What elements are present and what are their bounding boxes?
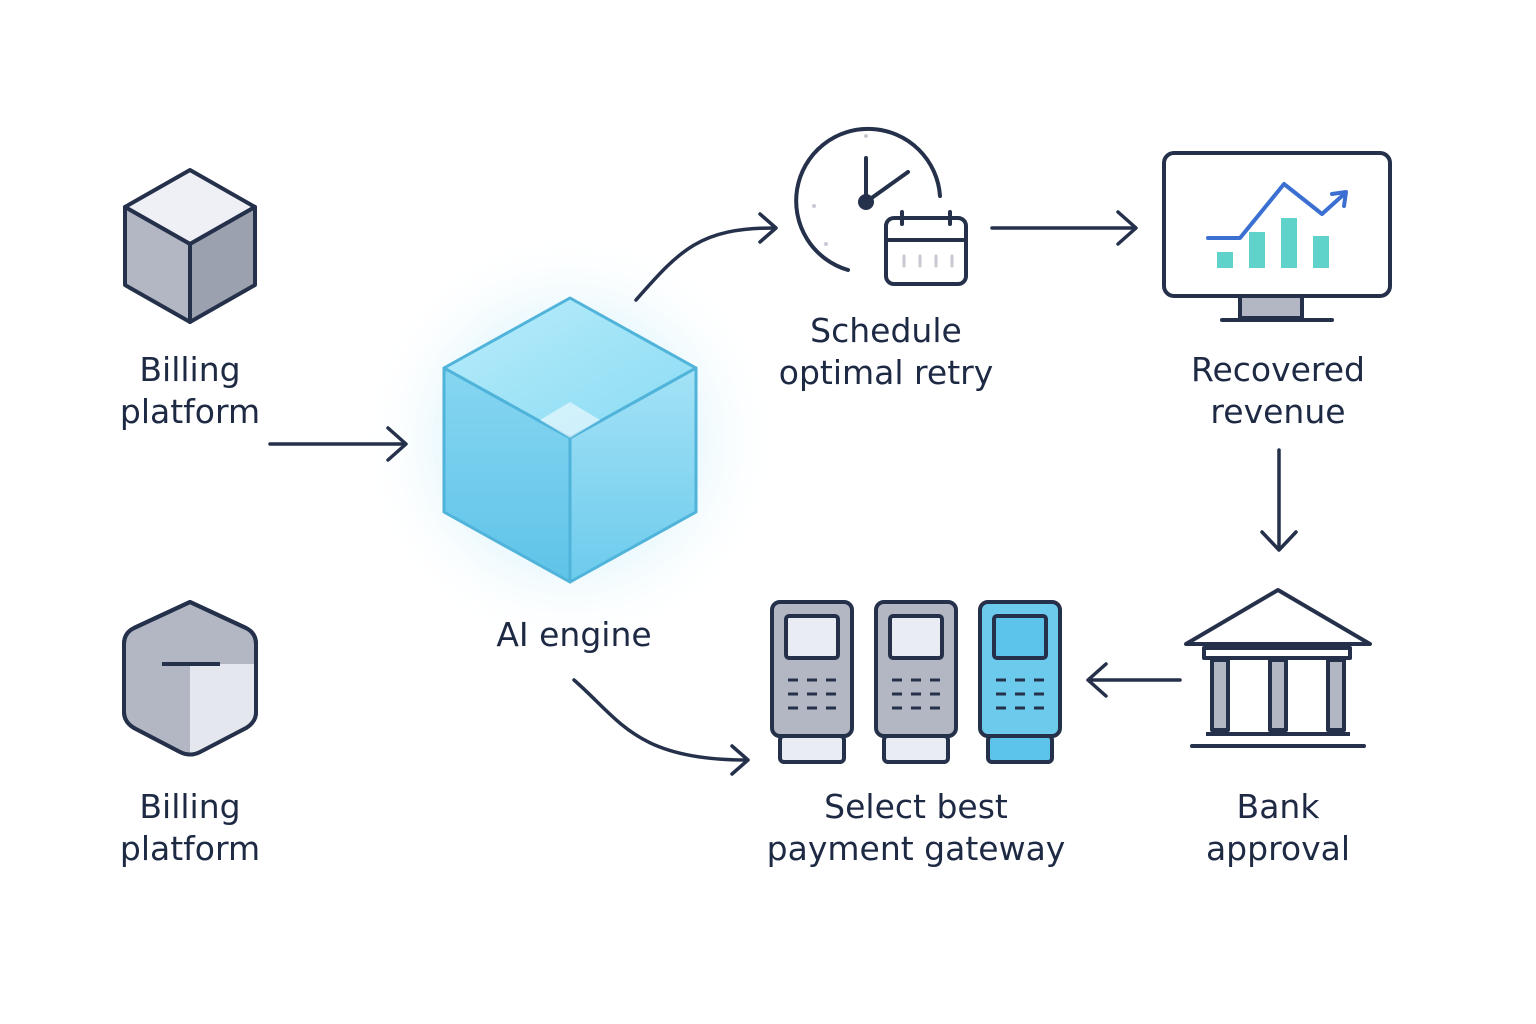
trend-line xyxy=(1206,182,1344,240)
chart-bar xyxy=(1217,252,1233,268)
label-line: payment gateway xyxy=(766,829,1066,868)
bank-icon xyxy=(1184,588,1372,748)
arrow-schedule-to-revenue xyxy=(990,210,1138,246)
ai-engine-label: AI engine xyxy=(496,614,651,656)
label-line: Bank xyxy=(1236,787,1320,826)
chart-bar xyxy=(1313,236,1329,268)
payment-terminal-selected xyxy=(978,600,1062,764)
arrow-ai-to-gateway xyxy=(572,678,750,776)
cube-icon xyxy=(123,168,257,324)
label-line: Billing xyxy=(139,350,241,389)
label-line: approval xyxy=(1205,829,1351,868)
monitor-chart-icon xyxy=(1162,151,1392,322)
label-line: revenue xyxy=(1210,392,1346,431)
arrow-billing-to-ai xyxy=(268,426,408,462)
chart-bar xyxy=(1281,218,1297,268)
recovered-revenue-label: Recovered revenue xyxy=(1191,349,1365,433)
arrow-ai-to-schedule xyxy=(634,212,778,302)
schedule-retry-label: Schedule optimal retry xyxy=(779,310,993,394)
label-line: Billing xyxy=(139,787,241,826)
payment-terminal xyxy=(874,600,958,764)
arrow-revenue-to-bank xyxy=(1260,448,1298,552)
label-line: AI engine xyxy=(496,615,652,654)
bank-approval-label: Bank approval xyxy=(1206,786,1350,870)
label-line: Recovered xyxy=(1190,350,1366,389)
ai-cube-icon xyxy=(360,230,780,650)
billing-platform-bottom-label: Billing platform xyxy=(120,786,260,870)
label-line: Select best xyxy=(824,787,1008,826)
billing-platform-top-label: Billing platform xyxy=(120,349,260,433)
select-gateway-label: Select best payment gateway xyxy=(767,786,1066,870)
label-line: platform xyxy=(119,392,261,431)
label-line: platform xyxy=(119,829,261,868)
payment-terminal xyxy=(770,600,854,764)
chart-bar xyxy=(1249,232,1265,268)
label-line: optimal retry xyxy=(778,353,994,392)
hexagon-box-icon xyxy=(122,600,258,757)
label-line: Schedule xyxy=(810,311,962,350)
arrow-bank-to-gateway xyxy=(1086,662,1182,698)
clock-calendar-icon xyxy=(794,126,968,286)
payment-terminals-icon xyxy=(770,600,1062,764)
